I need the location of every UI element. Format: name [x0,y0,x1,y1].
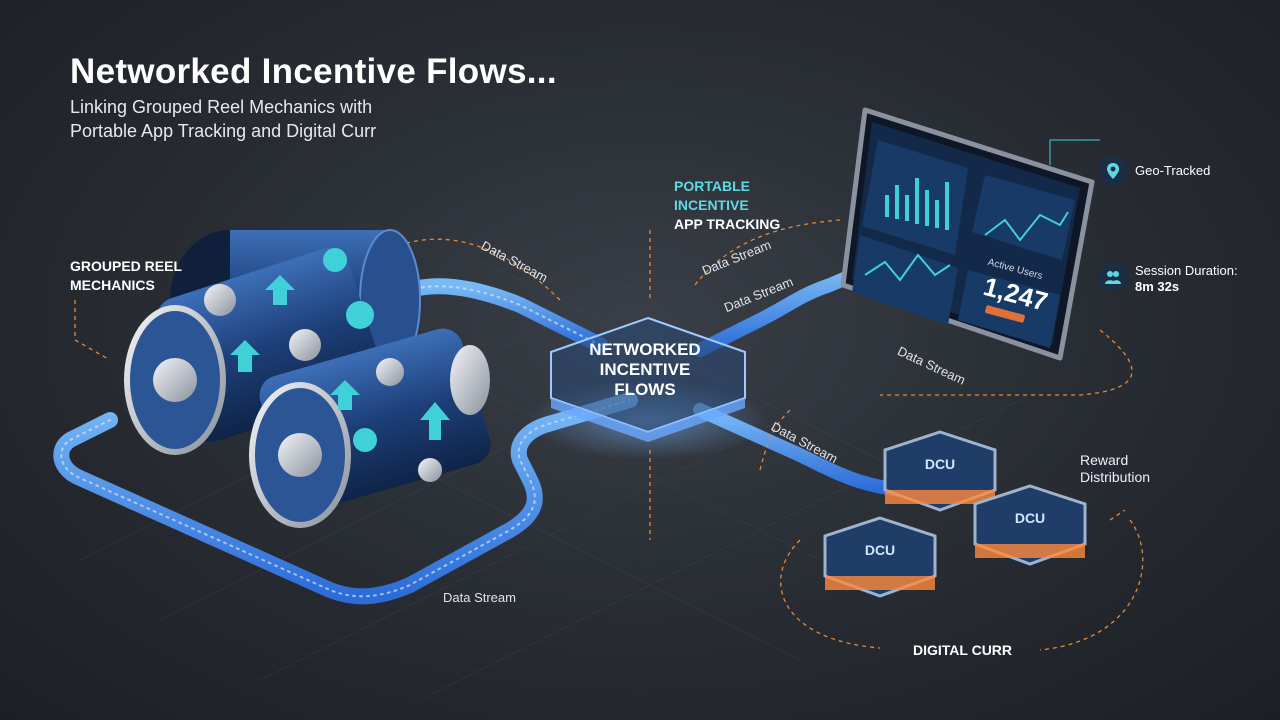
coin-label-right: DCU [1000,510,1060,526]
session-duration-value: 8m 32s [1135,279,1179,294]
hub-label-line-3: FLOWS [560,380,730,400]
app-label-line-2: INCENTIVE [674,196,780,215]
reel-label-line-2: MECHANICS [70,276,182,295]
reel-group [127,230,495,525]
stream-label-6: Data Stream [443,590,516,605]
subtitle-line-1: Linking Grouped Reel Mechanics with [70,97,372,118]
geo-tracked-text: Geo-Tracked [1135,163,1210,178]
reward-line-1: Reward [1080,452,1150,469]
pin-icon [1098,156,1128,186]
digital-currency-label: DIGITAL CURR [913,642,1012,658]
app-label-line-1: PORTABLE [674,177,780,196]
hub-label-line-2: INCENTIVE [560,360,730,380]
reel-label: GROUPED REEL MECHANICS [70,257,182,295]
coin-label-left: DCU [850,542,910,558]
reward-line-2: Distribution [1080,469,1150,486]
subtitle-line-2: Portable App Tracking and Digital Curr [70,121,376,142]
session-duration-label: Session Duration: [1135,263,1238,278]
app-label-line-3: APP TRACKING [674,215,780,234]
tablet-device [843,110,1092,358]
hub-label: NETWORKED INCENTIVE FLOWS [560,340,730,400]
app-tracking-label: PORTABLE INCENTIVE APP TRACKING [674,177,780,234]
hub-label-line-1: NETWORKED [560,340,730,360]
user-icon [1098,262,1128,292]
reward-distribution-label: Reward Distribution [1080,452,1150,486]
reel-label-line-1: GROUPED REEL [70,257,182,276]
coin-label-top: DCU [910,456,970,472]
page-title: Networked Incentive Flows... [70,52,557,92]
